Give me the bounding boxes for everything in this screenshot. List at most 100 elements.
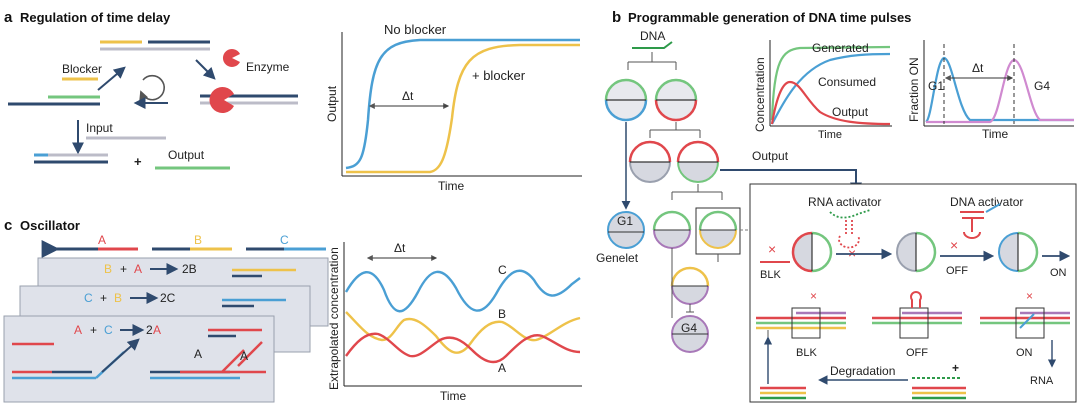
a-label-1: A — [194, 347, 202, 361]
cycle-arrow-up — [97, 66, 126, 91]
r2-product: 2C — [160, 291, 176, 305]
no-blocker-label: No blocker — [384, 22, 447, 37]
dna-bracket — [627, 52, 677, 70]
genelet-blk-state — [791, 231, 833, 273]
blocked-duplex — [100, 40, 210, 51]
plus-blocker-label: + blocker — [472, 68, 526, 83]
generated-label: Generated — [812, 41, 869, 55]
r3-product-num: 2 — [146, 323, 153, 337]
on-state-label: ON — [1050, 267, 1067, 279]
genelet-yellow-purple — [670, 266, 710, 305]
on-construct-label: ON — [1016, 347, 1033, 359]
rna-label: RNA — [1030, 375, 1054, 387]
output-curve — [770, 80, 891, 126]
dna-strand — [632, 41, 673, 49]
g1-label: G1 — [617, 214, 633, 228]
chart-b1-xlabel: Time — [818, 129, 842, 141]
rna-activator-strand — [829, 209, 871, 219]
generated-curve — [770, 45, 891, 121]
blk-x-icon: × — [768, 241, 776, 257]
strand-c-label: C — [280, 233, 289, 247]
chart-c-a-label: A — [498, 361, 506, 375]
consumed-curve — [771, 52, 891, 125]
rna-activator-label: RNA activator — [808, 195, 881, 209]
chart-a-ylabel: Output — [325, 85, 339, 122]
chart-b2-g1-label: G1 — [928, 79, 944, 93]
genelet-off-state — [896, 231, 937, 273]
state-x-icon-1: × — [848, 245, 856, 261]
output-duplex — [34, 153, 108, 164]
g4-curve — [926, 58, 1074, 124]
chart-c-ylabel: Extrapolated concentration — [327, 247, 341, 390]
panel-a-letter: a — [4, 9, 13, 26]
a-label-2: A — [240, 349, 248, 363]
input-label: Input — [86, 121, 113, 135]
panel-c-letter: c — [4, 217, 12, 234]
svg-text:×: × — [810, 289, 817, 303]
output-label-b: Output — [752, 149, 789, 163]
cycle-circular-arrow — [139, 74, 165, 101]
r3-right: C — [104, 323, 113, 337]
enzyme-label: Enzyme — [246, 60, 290, 74]
genelet-label: Genelet — [596, 251, 639, 265]
no-blocker-curve — [345, 38, 580, 170]
state-x-icon-2: × — [950, 237, 958, 253]
chart-c-xlabel: Time — [440, 389, 467, 403]
dna-hairpin — [960, 211, 984, 239]
unblocked-duplex — [8, 95, 100, 106]
g1-genelet — [607, 211, 645, 249]
chart-b1-ylabel: Concentration — [753, 57, 767, 132]
chart-b2-delta-t: Δt — [972, 61, 984, 75]
chart-a: Δt No blocker + blocker Output Time — [325, 22, 582, 193]
chart-b2-xlabel: Time — [982, 127, 1009, 141]
degradation-plus: + — [952, 361, 959, 375]
chart-a-delta-t: Δt — [402, 89, 414, 103]
a-series-curve — [345, 332, 581, 364]
genelet-red-grey — [628, 140, 672, 183]
dna-label: DNA — [640, 29, 665, 43]
chart-c-b-label: B — [498, 307, 506, 321]
off-state-label: OFF — [946, 265, 968, 277]
panel-b: b Programmable generation of DNA time pu… — [596, 9, 1077, 403]
r2-plus: + — [100, 291, 107, 305]
chart-b2-g4-label: G4 — [1034, 79, 1050, 93]
r1-left: B — [104, 262, 112, 276]
panel-c-title: Oscillator — [20, 218, 80, 233]
off-construct-label: OFF — [906, 347, 928, 359]
chart-a-xlabel: Time — [438, 179, 465, 193]
r1-plus: + — [120, 262, 127, 276]
panel-b-letter: b — [612, 9, 621, 26]
r3-plus: + — [90, 323, 97, 337]
dna-activator-label: DNA activator — [950, 195, 1023, 209]
blocker-curve — [346, 43, 580, 174]
r2-right: B — [114, 291, 122, 305]
enzyme-icon — [222, 49, 240, 68]
degradation-product — [760, 386, 806, 400]
r3-product-species: A — [153, 323, 161, 337]
c-series-curve — [344, 269, 581, 313]
blk-construct: × — [756, 289, 846, 339]
panel-a: a Regulation of time delay Blocker Enzym… — [4, 9, 582, 193]
rna-hairpin — [838, 220, 860, 249]
genelet-purple-green — [652, 210, 692, 249]
cycle-arrow-down — [195, 59, 216, 80]
consumed-label: Consumed — [818, 75, 876, 89]
genelet-on-state — [998, 231, 1039, 273]
r1-product: 2B — [182, 262, 197, 276]
plus-sign: + — [134, 154, 142, 169]
blk-state-label: BLK — [760, 269, 781, 281]
enzyme-cutting-duplex — [200, 87, 298, 113]
blk-construct-label: BLK — [796, 347, 817, 359]
r2-left: C — [84, 291, 93, 305]
chart-c-delta-t: Δt — [394, 241, 406, 255]
chart-c: Δt C B A Extrapolated concentration Time — [327, 241, 582, 403]
off-construct — [872, 291, 962, 339]
genelet-yellow-green — [698, 210, 738, 249]
chart-b1: Generated Consumed Output Concentration … — [753, 40, 892, 141]
panel-a-title: Regulation of time delay — [20, 10, 171, 25]
genelet-green-red-grey — [676, 140, 720, 183]
b-series-curve — [345, 311, 581, 354]
output-label-chart: Output — [832, 105, 869, 119]
output-label: Output — [168, 148, 205, 162]
panel-b-title: Programmable generation of DNA time puls… — [628, 10, 911, 25]
